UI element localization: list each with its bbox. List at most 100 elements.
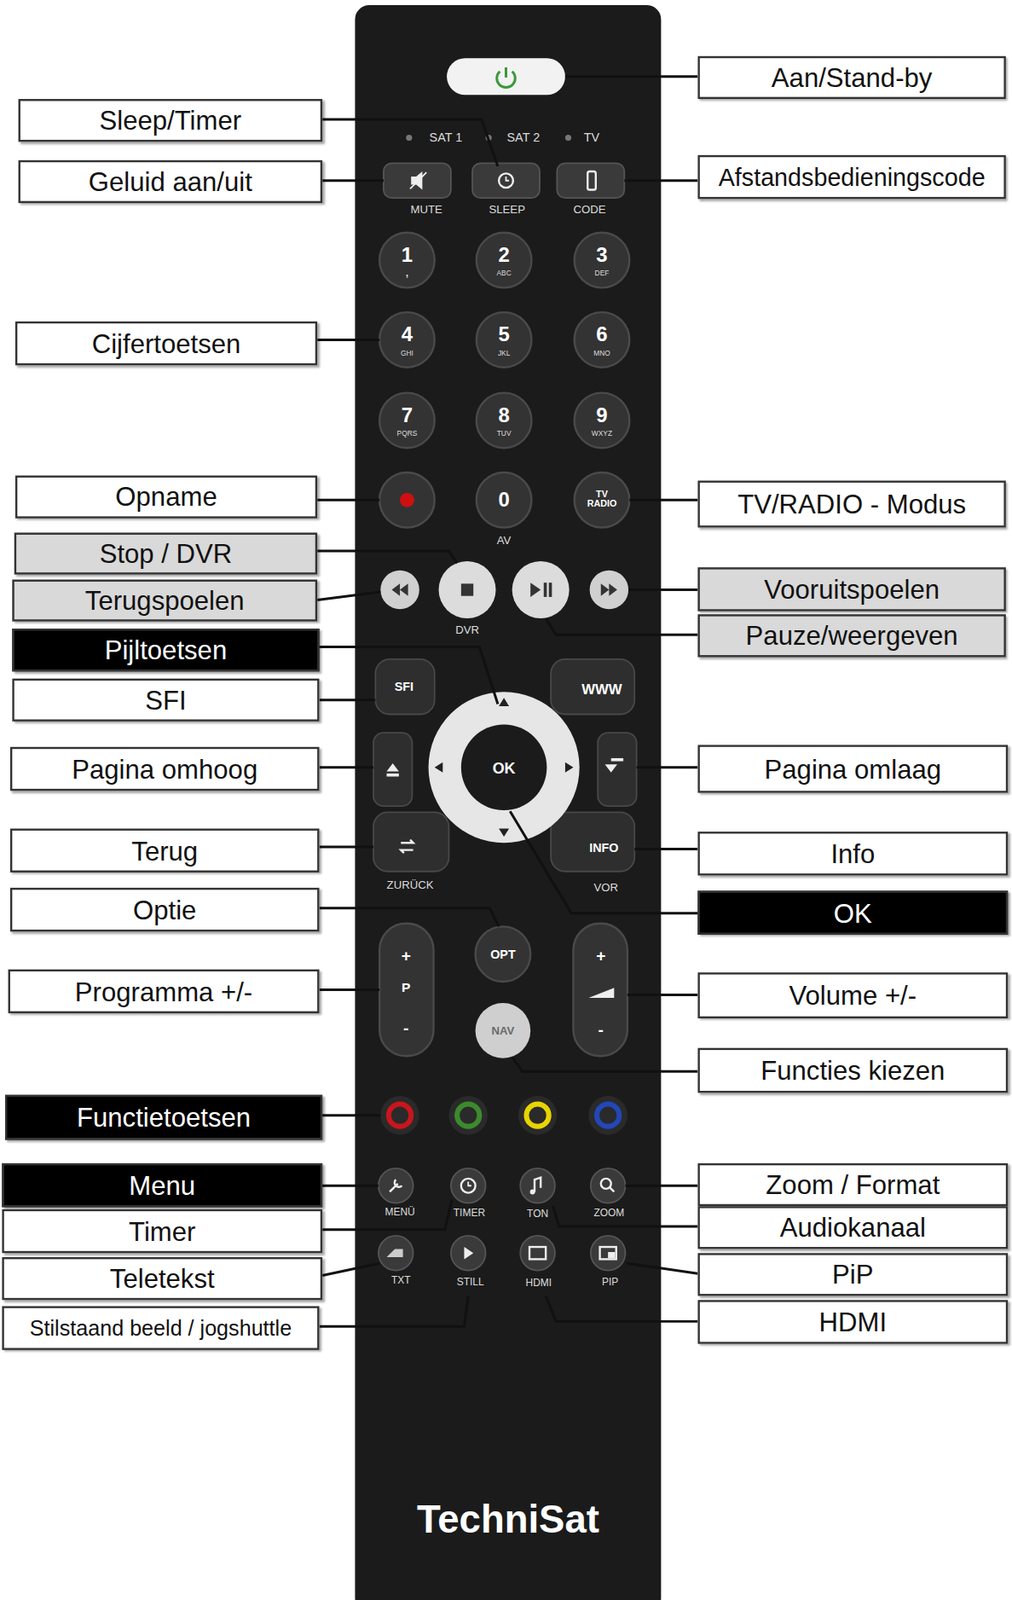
button-label: JKL (497, 349, 510, 358)
callout-box: Menu (1, 1162, 323, 1207)
button-label: 3 (595, 244, 608, 267)
button-label: TUV (497, 429, 512, 438)
button-label: 6 (595, 323, 608, 346)
callout-box: Pagina omhoog (10, 746, 320, 791)
callout-text: Teletekst (109, 1265, 215, 1292)
button-label: 7 (401, 404, 413, 426)
callout-box: Pagina omlaag (697, 744, 1008, 793)
button-label: 0 (497, 489, 509, 511)
callout-text: SFI (144, 686, 186, 713)
callout-box: Zoom / Format (697, 1162, 1008, 1206)
callout-box: Afstandsbedieningscode (697, 155, 1006, 199)
button-label: SLEEP (488, 204, 525, 217)
callout-box: Volume +/- (697, 971, 1008, 1018)
button-label: MENÜ (384, 1206, 415, 1218)
button-label: SFI (394, 680, 414, 694)
button-label: HDMI (525, 1278, 552, 1290)
callout-text: Menu (128, 1171, 196, 1198)
button-label: PIP (601, 1277, 619, 1289)
button-label: 2 (497, 244, 509, 267)
button-label: VOR (593, 881, 619, 894)
callout-box: Vooruitspoelen (697, 566, 1006, 611)
button-label: - (598, 1021, 604, 1039)
callout-box: Stilstaand beeld / jogshuttle (1, 1305, 319, 1349)
callout-box: Timer (1, 1208, 323, 1253)
callout-box: Stop / DVR (14, 532, 318, 575)
callout-text: Cijfertoetsen (92, 329, 242, 357)
callout-text: Timer (128, 1217, 196, 1244)
callout-text: Stilstaand beeld / jogshuttle (29, 1317, 292, 1339)
callout-text: Vooruitspoelen (763, 575, 940, 602)
callout-box: Programma +/- (8, 969, 320, 1013)
button-label: 5 (497, 323, 509, 346)
callout-box: TV/RADIO - Modus (697, 480, 1006, 528)
callout-box: Sleep/Timer (18, 98, 324, 142)
button-label: DEF (595, 269, 610, 278)
callout-text: Pagina omhoog (71, 755, 258, 782)
callout-text: Volume +/- (789, 982, 918, 1009)
callout-text: HDMI (819, 1307, 887, 1335)
button-label: INFO (589, 841, 619, 855)
callout-text: Pijltoetsen (104, 636, 228, 664)
callout-text: Afstandsbedieningscode (718, 164, 986, 190)
callout-text: Audiokanaal (780, 1214, 926, 1241)
callout-box: SFI (11, 678, 319, 722)
button-label: STILL (456, 1277, 485, 1289)
leader-lines (317, 76, 698, 1327)
callout-text: Terugspoelen (85, 587, 245, 614)
button-label: OK (492, 759, 516, 776)
callout-box: Teletekst (1, 1256, 323, 1300)
button-label: SAT 1 (429, 131, 463, 145)
callout-text: Pagina omlaag (764, 755, 943, 782)
callout-text: Functietoetsen (76, 1104, 251, 1131)
button-label: ZOOM (593, 1207, 625, 1219)
button-label: - (403, 1019, 409, 1037)
button-label: OPT (490, 948, 516, 961)
button-label: ABC (496, 269, 511, 278)
button-label: CODE (573, 204, 607, 217)
button-label: SAT 2 (507, 131, 541, 145)
callout-box: Pijltoetsen (11, 628, 319, 671)
callout-text: PiP (832, 1260, 874, 1288)
button-label: GHI (400, 349, 414, 358)
button-label: TON (526, 1208, 549, 1220)
button-label: TIMER (453, 1207, 486, 1219)
callout-text: Functies kiezen (760, 1057, 945, 1084)
callout-box: Optie (10, 887, 320, 932)
button-label: PQRS (397, 429, 418, 438)
callout-text: Aan/Stand-by (771, 63, 933, 91)
callout-box: Aan/Stand-by (697, 56, 1006, 99)
button-label: WWW (581, 682, 622, 698)
callout-box: HDMI (697, 1299, 1008, 1343)
callout-box: Functietoetsen (5, 1094, 323, 1140)
callout-box: Pauze/weergeven (697, 613, 1006, 657)
brand-logo: TechniSat (416, 1499, 600, 1541)
button-label: NAV (491, 1025, 515, 1038)
button-label: 8 (497, 404, 509, 426)
callout-text: Pauze/weergeven (745, 622, 959, 649)
callout-box: PiP (697, 1252, 1008, 1296)
callout-box: Terug (10, 828, 320, 873)
button-label: AV (497, 534, 512, 547)
callout-text: Programma +/- (75, 977, 253, 1005)
button-label: WXYZ (591, 429, 613, 438)
callout-text: Opname (115, 483, 217, 510)
callout-box: Opname (15, 475, 318, 519)
button-label: MNO (593, 349, 611, 358)
button-label: 9 (595, 404, 608, 426)
button-label: ZURÜCK (387, 879, 434, 892)
button-label: + (401, 947, 411, 965)
callout-text: Stop / DVR (99, 540, 233, 567)
callout-box: Info (697, 831, 1008, 875)
callout-text: Optie (133, 896, 197, 923)
button-label: TV (584, 131, 600, 145)
button-label: P (401, 980, 411, 995)
button-label: 4 (401, 323, 413, 346)
callout-text: Terug (131, 837, 198, 864)
callout-box: Audiokanaal (697, 1205, 1008, 1249)
callout-box: OK (697, 890, 1008, 934)
button-label: + (595, 947, 606, 965)
callout-box: Geluid aan/uit (18, 160, 324, 203)
callout-text: Sleep/Timer (99, 107, 243, 134)
button-label: DVR (455, 624, 480, 637)
